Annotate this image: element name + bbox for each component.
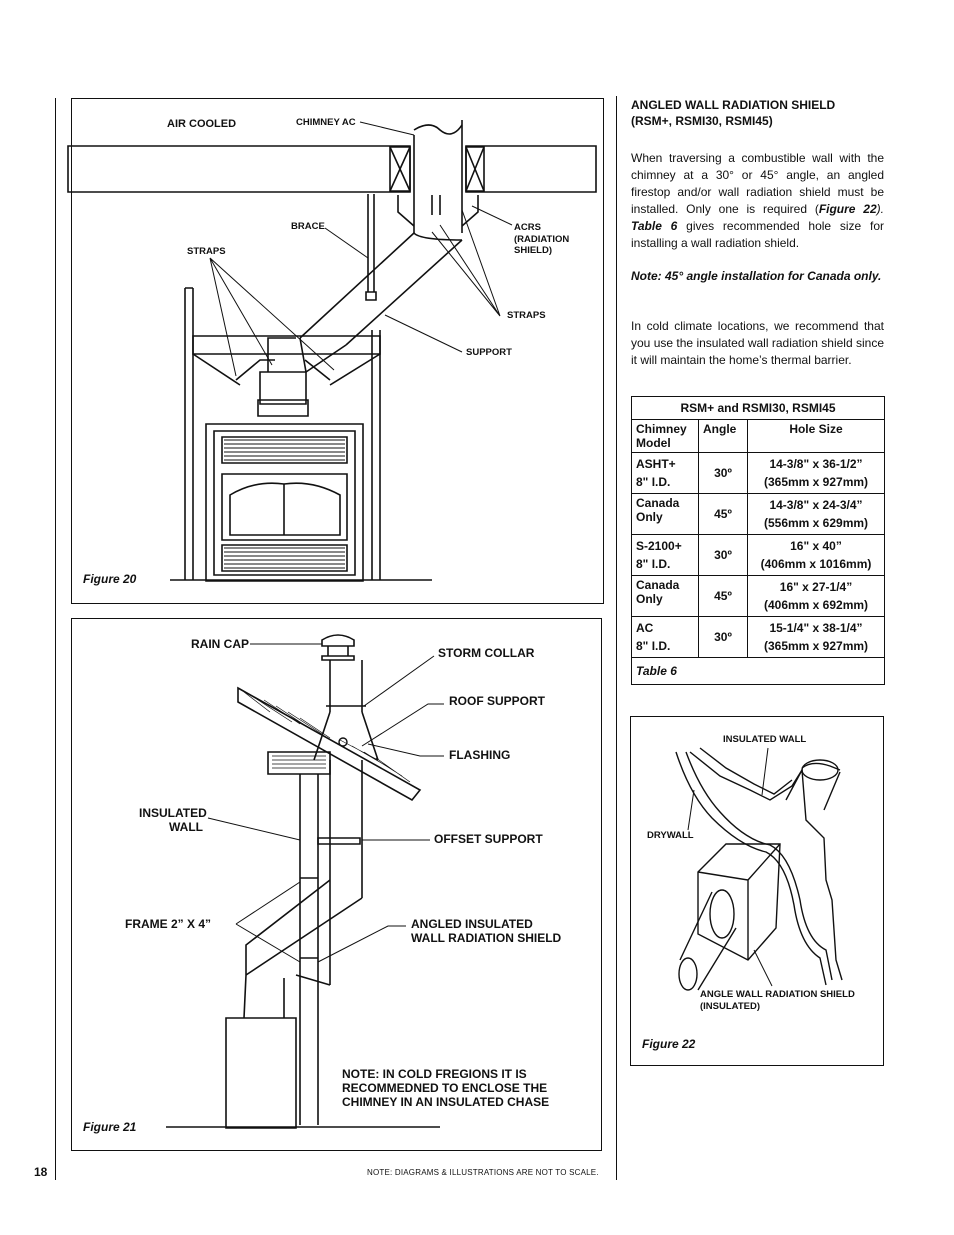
- table-6-caption: Table 6: [631, 657, 885, 685]
- table-row: Canada Only 45º 16" x 27-1/4” (406mm x 6…: [631, 575, 885, 617]
- label-storm-collar: STORM COLLAR: [438, 646, 535, 660]
- figure-20-caption: Figure 20: [83, 572, 137, 586]
- figure-22-caption: Figure 22: [642, 1037, 696, 1051]
- para1-text-a: When traversing a combustible wall with …: [631, 151, 884, 216]
- para1-table-ref: Table 6: [631, 219, 678, 233]
- label-roof-support: ROOF SUPPORT: [449, 694, 546, 708]
- label-straps-right: STRAPS: [507, 310, 546, 321]
- column-divider-rule: [616, 96, 617, 1180]
- label-air-cooled: AIR COOLED: [167, 118, 237, 130]
- table-cell-model: ASHT+ 8" I.D.: [631, 452, 699, 494]
- label-rain-cap: RAIN CAP: [191, 637, 250, 651]
- left-margin-rule: [55, 98, 56, 1180]
- section-paragraph-1: When traversing a combustible wall with …: [631, 150, 884, 252]
- label-drywall: DRYWALL: [647, 830, 694, 841]
- table-cell-angle: 30º: [698, 534, 748, 576]
- label-insulated-wall-22: INSULATED WALL: [723, 734, 807, 745]
- section-heading-line2: (RSM+, RSMI30, RSMI45): [631, 114, 773, 128]
- label-insulated-wall: INSULATED WALL: [139, 806, 207, 834]
- page-number: 18: [34, 1165, 48, 1179]
- section-heading: ANGLED WALL RADIATION SHIELD (RSM+, RSMI…: [631, 97, 886, 129]
- table-row: Canada Only 45º 14-3/8" x 24-3/4” (556mm…: [631, 493, 885, 535]
- label-angle-shield-22: ANGLE WALL RADIATION SHIELD (INSULATED): [700, 989, 855, 1012]
- figure-21-note: NOTE: IN COLD FREGIONS IT IS RECOMMEDNED…: [342, 1067, 550, 1109]
- table-cell-hole: 14-3/8" x 36-1/2” (365mm x 927mm): [747, 452, 885, 494]
- table-row: ASHT+ 8" I.D. 30º 14-3/8" x 36-1/2” (365…: [631, 452, 885, 494]
- label-frame: FRAME 2” X 4”: [125, 917, 212, 931]
- section-paragraph-2: In cold climate locations, we recommend …: [631, 319, 884, 367]
- label-support: SUPPORT: [466, 347, 512, 358]
- label-angled-shield: ANGLED INSULATED WALL RADIATION SHIELD: [411, 917, 562, 945]
- label-chimney-ac: CHIMNEY AC: [296, 117, 356, 128]
- table-cell-hole: 15-1/4" x 38-1/4” (365mm x 927mm): [747, 616, 885, 658]
- table-cell-hole: 14-3/8" x 24-3/4” (556mm x 629mm): [747, 493, 885, 535]
- table-cell-model: Canada Only: [631, 575, 699, 617]
- table-row: AC 8" I.D. 30º 15-1/4" x 38-1/4” (365mm …: [631, 616, 885, 658]
- para1-text-c: gives recommended hole size for installi…: [631, 219, 885, 250]
- table-cell-model: AC 8" I.D.: [631, 616, 699, 658]
- label-offset-support: OFFSET SUPPORT: [434, 832, 543, 846]
- figure-22-frame: [630, 716, 884, 1066]
- footer-note: NOTE: DIAGRAMS & ILLUSTRATIONS ARE NOT T…: [367, 1168, 599, 1177]
- table-cell-hole: 16" x 27-1/4” (406mm x 692mm): [747, 575, 885, 617]
- table-header-angle: Angle: [698, 419, 748, 453]
- section-note: Note: 45° angle installation for Canada …: [631, 269, 882, 283]
- table-cell-angle: 30º: [698, 616, 748, 658]
- table-cell-model: S-2100+ 8" I.D.: [631, 534, 699, 576]
- table-header-model: Chimney Model: [631, 419, 699, 453]
- table-cell-hole: 16" x 40” (406mm x 1016mm): [747, 534, 885, 576]
- table-cell-angle: 45º: [698, 575, 748, 617]
- label-acrs: ACRS (RADIATION SHIELD): [514, 222, 570, 256]
- table-header-hole: Hole Size: [747, 419, 885, 453]
- table-cell-angle: 45º: [698, 493, 748, 535]
- table-cell-angle: 30º: [698, 452, 748, 494]
- table-cell-model: Canada Only: [631, 493, 699, 535]
- table-6-title: RSM+ and RSMI30, RSMI45: [631, 396, 885, 420]
- label-straps-left: STRAPS: [187, 246, 226, 257]
- figure-20-frame: [71, 98, 604, 604]
- figure-21-caption: Figure 21: [83, 1120, 137, 1134]
- figure-21-frame: [71, 618, 602, 1151]
- label-flashing: FLASHING: [449, 748, 511, 762]
- section-heading-line1: ANGLED WALL RADIATION SHIELD: [631, 98, 836, 112]
- table-row: S-2100+ 8" I.D. 30º 16" x 40” (406mm x 1…: [631, 534, 885, 576]
- table-6: RSM+ and RSMI30, RSMI45 Chimney Model An…: [631, 396, 885, 685]
- label-brace: BRACE: [291, 221, 325, 232]
- para1-text-b: ).: [876, 202, 884, 216]
- para1-figure-ref: Figure 22: [818, 202, 877, 216]
